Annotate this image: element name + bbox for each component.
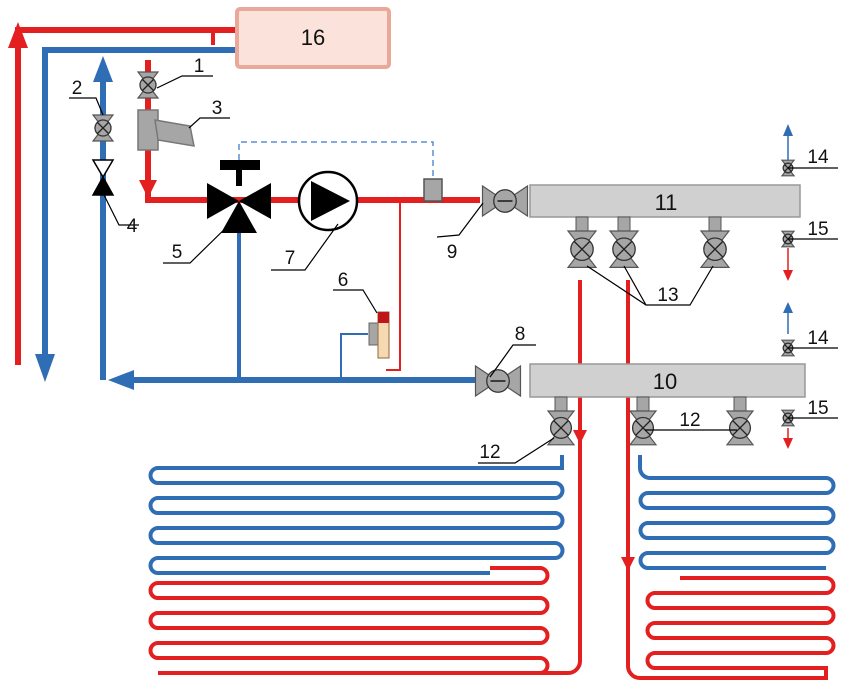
label-3: 3 (212, 98, 223, 119)
label-9: 9 (447, 242, 458, 263)
boiler-return-pipe (35, 47, 238, 382)
return-manifold (529, 363, 806, 398)
return-inlet-valve-1[interactable] (554, 396, 568, 412)
filter-3 (137, 109, 195, 151)
pump-7[interactable] (297, 170, 359, 232)
control-signal-line (238, 141, 434, 180)
label-14-top: 14 (807, 147, 829, 168)
supply-valve-9[interactable] (481, 184, 529, 218)
mixing-valve-5[interactable] (207, 160, 271, 233)
label-5: 5 (172, 242, 183, 263)
drain-15-top[interactable] (783, 248, 793, 281)
left-supply-loop (148, 280, 582, 675)
supply-outlet-valve-2[interactable] (617, 216, 631, 232)
left-return-loop (148, 455, 565, 575)
label-4: 4 (127, 216, 138, 237)
supply-outlet-valve-3[interactable] (708, 216, 722, 232)
supply-outlet-valve-1-body[interactable] (566, 230, 598, 268)
leader-lines (69, 75, 838, 464)
temperature-sensor (423, 178, 443, 202)
return-inlet-valve-2[interactable] (636, 396, 650, 412)
check-valve-4[interactable] (91, 159, 115, 196)
return-trunk (93, 56, 478, 390)
label-10: 10 (653, 369, 677, 394)
left-supply-arrow (573, 430, 587, 444)
air-vent-14-top[interactable] (783, 124, 793, 160)
return-inlet-valve-1-body[interactable] (546, 410, 576, 446)
label-7: 7 (285, 248, 296, 269)
supply-outlet-valve-3-body[interactable] (699, 230, 731, 268)
valve-layer (91, 71, 796, 446)
return-valve-8[interactable] (474, 364, 522, 398)
supply-outlet-valve-2-body[interactable] (608, 230, 640, 268)
drain-15-bottom[interactable] (783, 428, 793, 449)
return-inlet-valve-3-body[interactable] (725, 410, 755, 446)
label-14-bottom: 14 (807, 328, 829, 349)
thermostat-6 (368, 311, 390, 359)
air-vent-14-bottom[interactable] (783, 302, 793, 334)
supply-outlet-valve-1[interactable] (575, 216, 589, 232)
label-boiler-16: 16 (301, 25, 325, 50)
label-13: 13 (657, 285, 678, 306)
label-2: 2 (72, 78, 83, 99)
right-supply-loop (626, 280, 836, 680)
thermostat-lines (340, 200, 401, 380)
right-supply-arrow (621, 557, 635, 571)
label-1: 1 (194, 56, 205, 77)
label-12-right: 12 (679, 410, 700, 431)
return-inlet-valve-3[interactable] (733, 396, 747, 412)
return-inlet-valve-2-body[interactable] (628, 410, 658, 446)
boiler-supply-pipe (8, 22, 240, 365)
label-12-left: 12 (479, 442, 500, 463)
label-15-bottom: 15 (807, 398, 828, 419)
label-15-top: 15 (807, 219, 828, 240)
supply-manifold (529, 184, 801, 218)
right-return-loop (638, 455, 836, 570)
boiler (235, 7, 391, 69)
shutoff-valve-1[interactable] (136, 71, 160, 99)
label-6: 6 (338, 270, 349, 291)
label-8: 8 (515, 324, 526, 345)
shutoff-valve-2[interactable] (91, 114, 115, 142)
label-11: 11 (655, 190, 678, 215)
